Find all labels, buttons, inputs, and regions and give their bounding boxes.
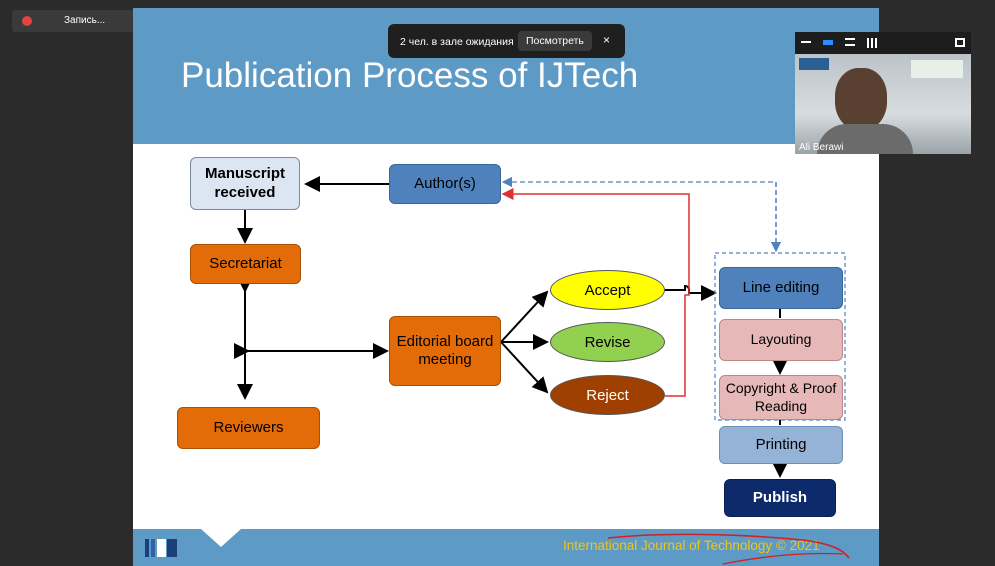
- diagram-connectors: [234, 176, 846, 478]
- background-logos: [911, 60, 963, 78]
- recording-indicator[interactable]: Запись...: [12, 10, 138, 32]
- participant-name: Ali Berawi: [799, 142, 844, 153]
- red-annotation-scribble: [607, 533, 850, 565]
- revise-oval: Revise: [550, 322, 665, 362]
- shared-slide: Publication Process of IJTech: [133, 8, 879, 566]
- video-panel-toolbar: [795, 32, 971, 54]
- expand-icon[interactable]: [955, 38, 965, 47]
- recording-label: Запись...: [64, 15, 106, 26]
- participant-face: [835, 68, 887, 130]
- recording-cloud-icon: [22, 16, 32, 26]
- publish-box: Publish: [724, 479, 836, 517]
- grid-icon[interactable]: [867, 38, 877, 48]
- authors-box: Author(s): [389, 164, 501, 204]
- ijtech-logo-icon: [145, 539, 177, 557]
- reviewers-box: Reviewers: [177, 407, 320, 449]
- minimize-icon[interactable]: [801, 41, 811, 43]
- waiting-room-text: 2 чел. в зале ожидания: [400, 36, 514, 48]
- ijtech-logo: [145, 535, 179, 564]
- footer-notch: [201, 529, 241, 547]
- participant-video-feed: [795, 54, 971, 154]
- waiting-room-toast: 2 чел. в зале ожидания Посмотреть ×: [388, 24, 625, 58]
- accept-oval: Accept: [550, 270, 665, 310]
- layouting-box: Layouting: [719, 319, 843, 361]
- slide-footer: [133, 529, 879, 566]
- reject-oval: Reject: [550, 375, 665, 415]
- layout-icon[interactable]: [845, 38, 855, 46]
- view-waiting-room-button[interactable]: Посмотреть: [518, 31, 592, 51]
- view-icon[interactable]: [823, 40, 833, 45]
- printing-box: Printing: [719, 426, 843, 464]
- close-icon[interactable]: ×: [603, 33, 611, 47]
- manuscript-received-box: Manuscript received: [190, 157, 300, 210]
- line-editing-box: Line editing: [719, 267, 843, 309]
- secretariat-box: Secretariat: [190, 244, 301, 284]
- participant-shoulders: [817, 124, 913, 154]
- background-logo: [799, 58, 829, 70]
- editorial-board-box: Editorial board meeting: [389, 316, 501, 386]
- slide-title: Publication Process of IJTech: [181, 56, 639, 95]
- copyright-proofreading-box: Copyright & Proof Reading: [719, 375, 843, 420]
- participant-video-panel[interactable]: Ali Berawi: [795, 32, 971, 154]
- footer-journal-text: International Journal of Technology © 20…: [563, 538, 820, 553]
